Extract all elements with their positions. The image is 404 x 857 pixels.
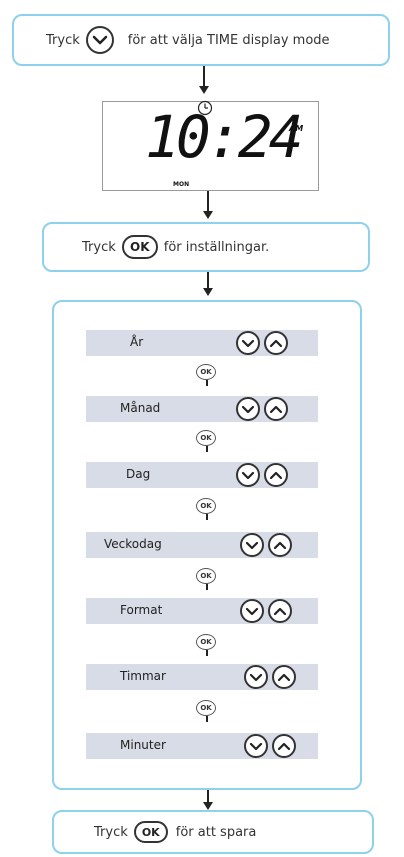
ok-icon: OK [196,430,216,446]
clock-display: 10:24 AM MON [102,100,319,191]
connector-line [206,650,208,656]
setting-label: Timmar [120,669,166,683]
connector-line [207,790,209,804]
chevron-down-icon [244,665,268,689]
setting-row: År [86,330,318,356]
connector-arrow [203,802,213,810]
chevron-down-icon [236,331,260,355]
ok-button-icon: OK [121,235,158,259]
step1-box: Tryck för att välja TIME display mode [12,14,390,66]
connector-line [207,191,209,213]
setting-buttons [236,331,288,355]
ok-icon: OK [196,634,216,650]
setting-label: Dag [126,467,151,481]
step2-box: Tryck OK för inställningar. [42,222,370,272]
clock-time: 10:24 [145,103,304,171]
setting-label: Månad [120,401,161,415]
connector-line [206,380,208,386]
setting-row: Timmar [86,664,318,690]
setting-buttons [236,397,288,421]
setting-buttons [244,665,296,689]
chevron-down-icon [240,599,264,623]
clock-day: MON [173,181,190,188]
clock-icon [197,100,213,116]
step2-text-before: Tryck [82,239,116,255]
ok-icon: OK [196,568,216,584]
connector-arrow [203,288,213,296]
step3-box: Tryck OK för att spara [52,810,374,854]
step3-text-after: för att spara [175,824,257,840]
setting-row: Månad [86,396,318,422]
chevron-up-icon [264,331,288,355]
setting-buttons [236,463,288,487]
clock-ampm: AM [289,124,304,133]
setting-label: Minuter [120,738,166,752]
step3-text-before: Tryck [94,824,128,840]
connector-line [207,272,209,290]
ok-icon: OK [196,700,216,716]
connector-arrow [203,211,213,219]
step1-text-after: för att välja TIME display mode [127,32,330,48]
chevron-up-icon [268,599,292,623]
connector-line [206,514,208,520]
setting-row: Veckodag [86,532,318,558]
chevron-down-icon [240,533,264,557]
ok-icon: OK [196,498,216,514]
setting-label: År [130,335,144,349]
chevron-down-icon [236,397,260,421]
step1-text-before: Tryck [46,32,80,48]
setting-row: Format [86,598,318,624]
connector-line [206,584,208,590]
chevron-up-icon [272,665,296,689]
connector-line [203,66,205,88]
setting-row: Dag [86,462,318,488]
setting-buttons [240,533,292,557]
setting-label: Format [120,603,163,617]
connector-arrow [199,86,209,94]
setting-buttons [240,599,292,623]
chevron-down-icon [236,463,260,487]
chevron-up-icon [268,533,292,557]
chevron-up-icon [272,734,296,758]
connector-line [206,446,208,452]
chevron-down-icon [244,734,268,758]
setting-label: Veckodag [104,537,162,551]
setting-buttons [244,734,296,758]
chevron-up-icon [264,397,288,421]
connector-line [206,716,208,722]
ok-button-icon: OK [133,821,168,843]
setting-row: Minuter [86,733,318,759]
step2-text-after: för inställningar. [163,239,270,255]
down-button-icon [85,26,114,54]
ok-icon: OK [196,364,216,380]
chevron-up-icon [264,463,288,487]
